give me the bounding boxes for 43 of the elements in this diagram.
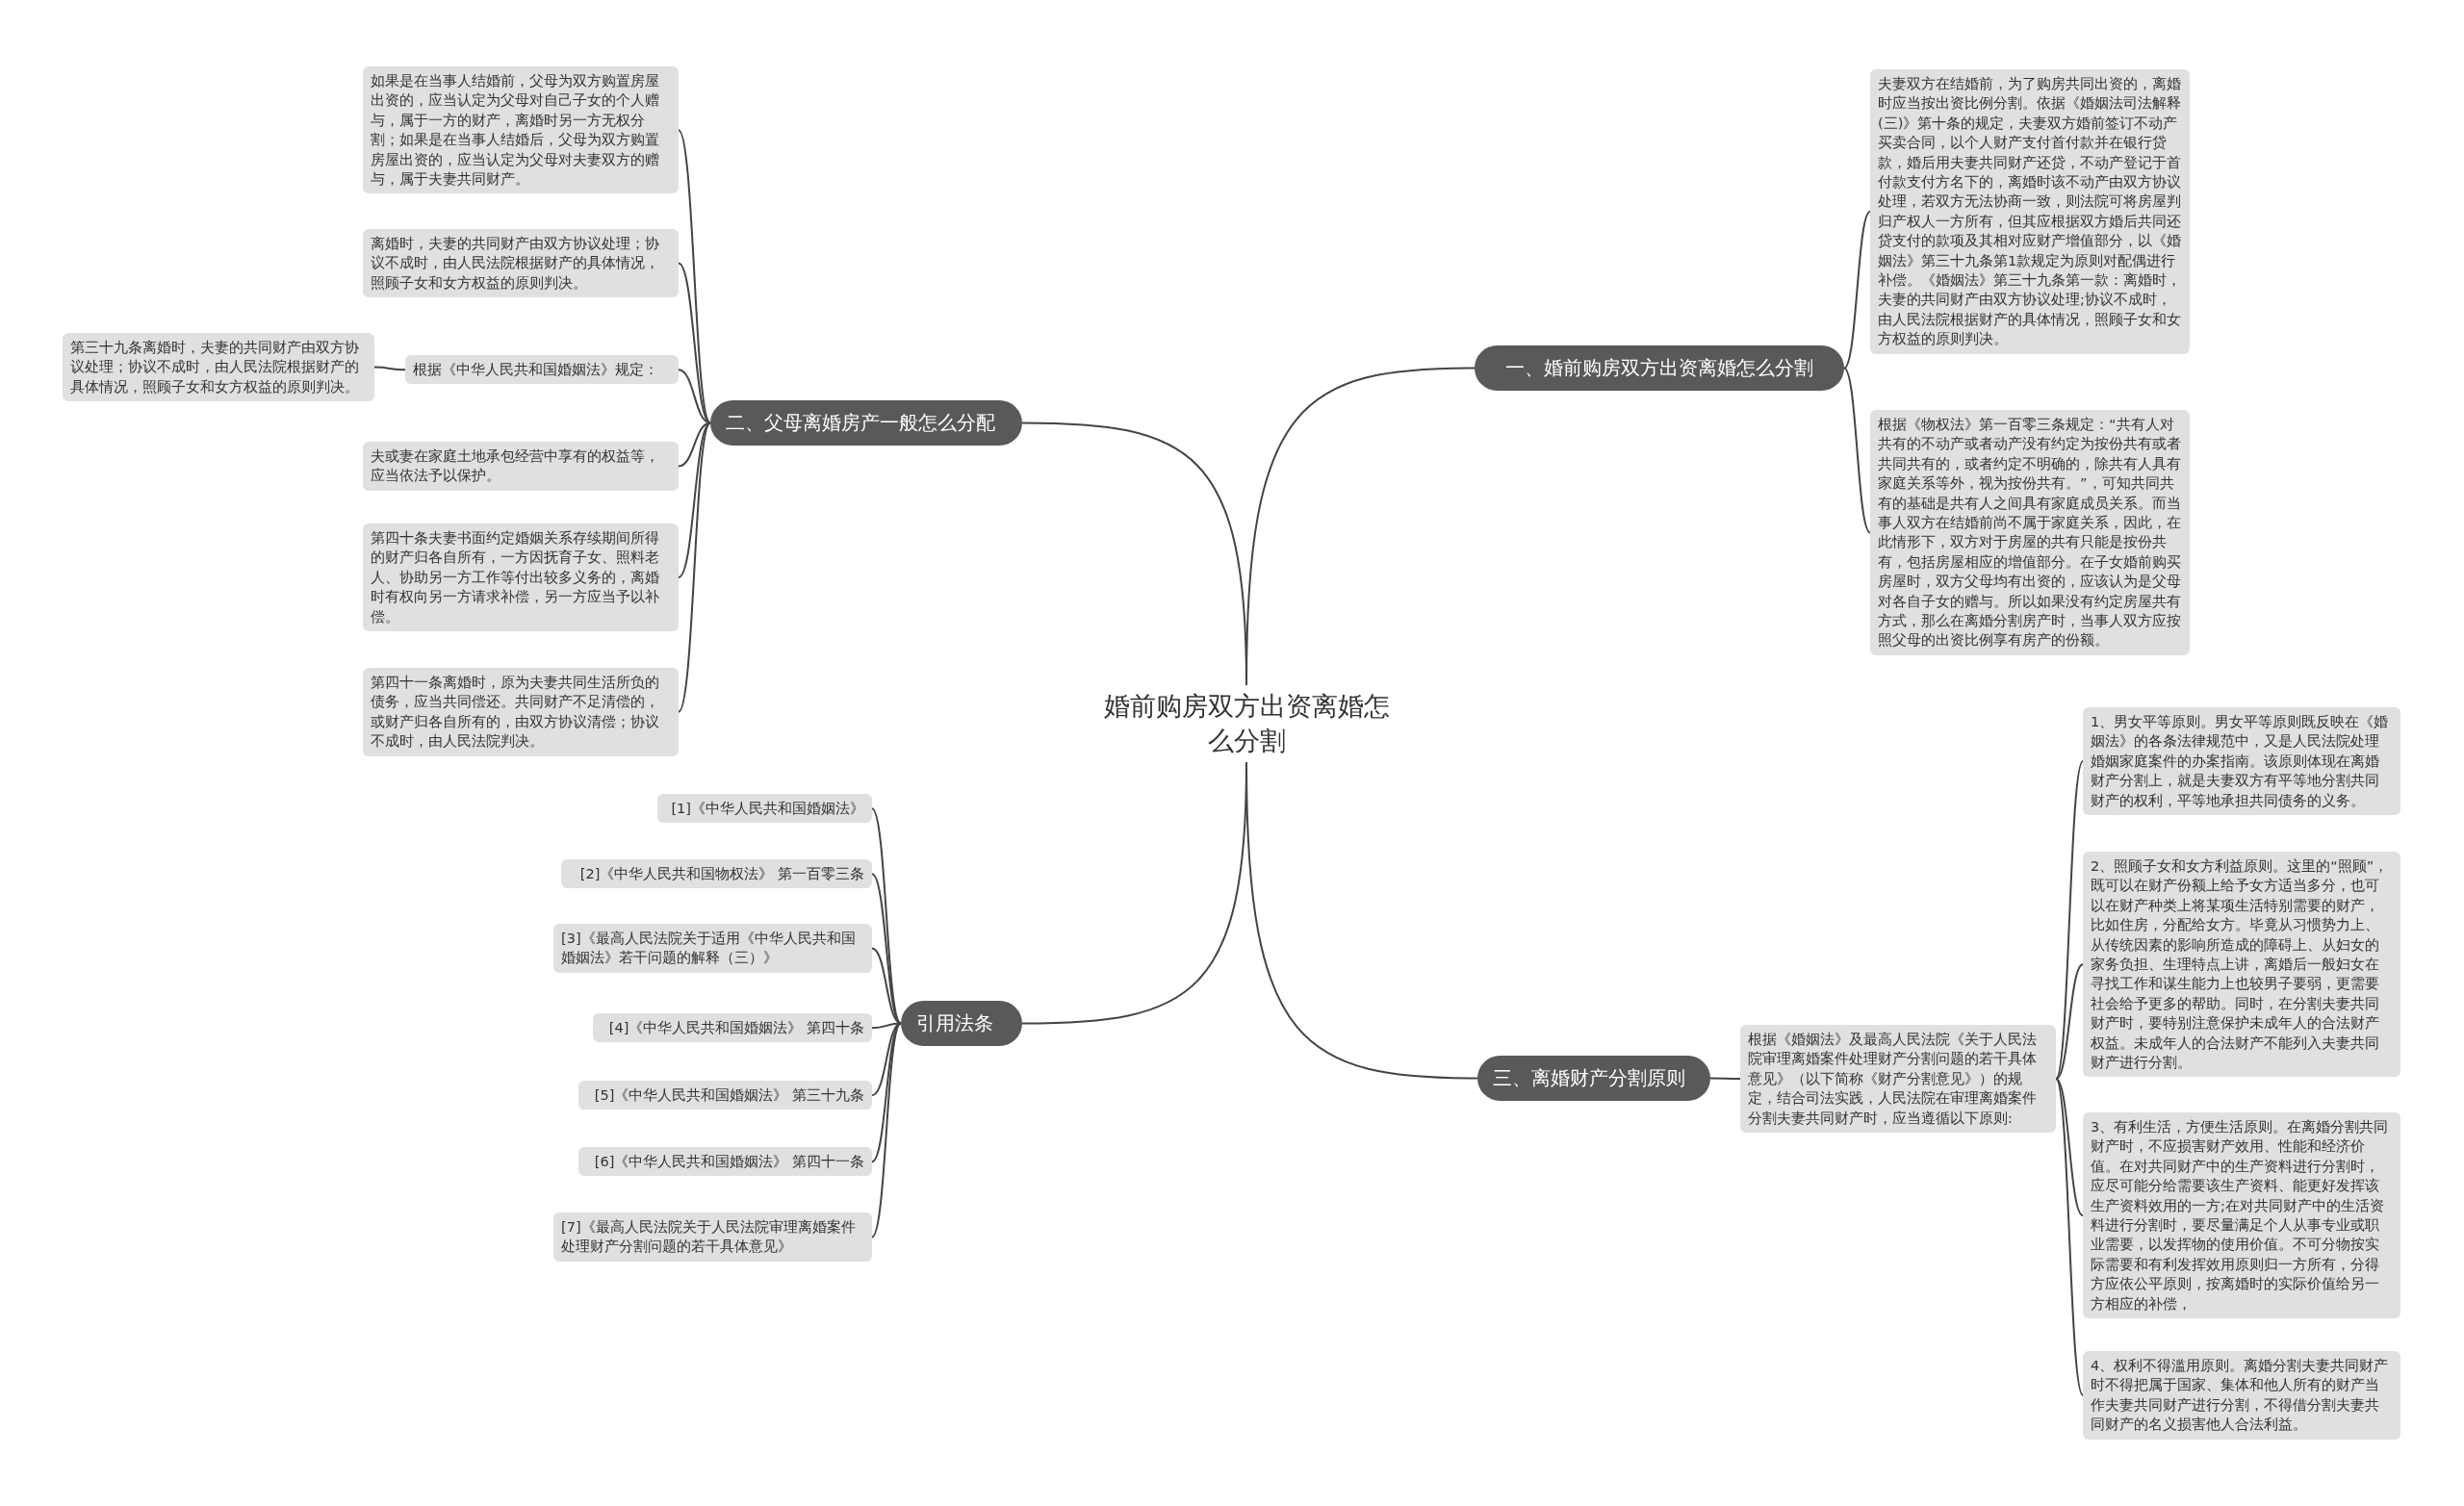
note-box: [7]《最高人民法院关于人民法院审理离婚案件处理财产分割问题的若干具体意见》: [553, 1212, 872, 1262]
topic-pill: 一、婚前购房双方出资离婚怎么分割: [1475, 345, 1844, 391]
note-box: [6]《中华人民共和国婚姻法》 第四十一条: [578, 1147, 872, 1177]
connector-line: [373, 366, 406, 371]
connector-line: [2055, 760, 2084, 1080]
connector-line: [2055, 963, 2084, 1080]
note-box: [3]《最高人民法院关于适用《中华人民共和国婚姻法》若干问题的解释（三）》: [553, 924, 872, 973]
note-box: 夫妻双方在结婚前，为了购房共同出资的，离婚时应当按出资比例分割。依据《婚姻法司法解释(三)》第十条的规定，夫妻双方婚前签订不动产买卖合同，以个人财产支付首付款并在银行贷款，婚后用夫妻共同财产还贷，不动产登记于首付款支付方名下的，离婚时该不动产由双方协议处理，若双方无法协商一致，则法院可将房屋判归产权人一方所有，但其应根据双方婚后共同还贷支付的款项及其相对应财产增值部分，以《婚姻法》第三十九条第1款规定为原则对配偶进行补偿。《婚姻法》第三十九条第一款：离婚时，夫妻的共同财产由双方协议处理;协议不成时，由人民法院根据财产的具体情况，照顾子女和女方权益的原则判决。: [1870, 69, 2190, 354]
note-box: 4、权利不得滥用原则。离婚分割夫妻共同财产时不得把属于国家、集体和他人所有的财产当作夫妻共同财产进行分割，不得借分割夫妻共同财产的名义损害他人合法利益。: [2083, 1351, 2400, 1440]
connector-line: [2055, 1078, 2084, 1396]
connector-line: [1245, 761, 1478, 1080]
note-box: 第四十条夫妻书面约定婚姻关系存续期间所得的财产归各自所有，一方因抚育子女、照料老人、协助另一方工作等付出较多义务的，离婚时有权向另一方请求补偿，另一方应当予以补偿。: [363, 523, 679, 632]
connector-line: [1843, 210, 1871, 370]
connector-line: [1021, 421, 1247, 686]
note-box: 离婚时，夫妻的共同财产由双方协议处理；协议不成时，由人民法院根据财产的具体情况，照顾子女和女方权益的原则判决。: [363, 229, 679, 298]
note-box: [5]《中华人民共和国婚姻法》 第三十九条: [578, 1081, 872, 1110]
topic-pill: 引用法条: [901, 1001, 1022, 1046]
note-box: 根据《物权法》第一百零三条规定：“共有人对共有的不动产或者动产没有约定为按份共有或者共同共有的，或者约定不明确的，除共有人具有家庭关系等外，视为按份共有。”，可知共同共有的基础是共有人之间具有家庭成员关系。而当事人双方在结婚前尚不属于家庭关系，因此，在此情形下，双方对于房屋的共有只能是按份共有，包括房屋相应的增值部分。在子女婚前购买房屋时，双方父母均有出资的，应该认为是父母对各自子女的赠与。所以如果没有约定房屋共有方式，那么在离婚分割房产时，当事人双方应按照父母的出资比例享有房产的份额。: [1870, 410, 2190, 655]
connector-line: [871, 1022, 902, 1238]
connector-line: [678, 421, 711, 468]
connector-line: [2055, 1078, 2084, 1217]
note-box: 夫或妻在家庭土地承包经营中享有的权益等，应当依法予以保护。: [363, 442, 679, 491]
topic-pill: 二、父母离婚房产一般怎么分配: [710, 400, 1022, 446]
central-topic: 婚前购房双方出资离婚怎么分割: [1097, 685, 1396, 762]
note-box: 如果是在当事人结婚前，父母为双方购置房屋出资的，应当认定为父母对自己子女的个人赠与，属于一方的财产，离婚时另一方无权分割；如果是在当事人结婚后，父母为双方购置房屋出资的，应当认定为父母对夫妻双方的赠与，属于夫妻共同财产。: [363, 66, 679, 194]
connector-line: [1843, 367, 1871, 534]
connector-line: [1709, 1077, 1741, 1080]
connector-line: [678, 262, 711, 424]
note-box: 根据《中华人民共和国婚姻法》规定：: [405, 355, 679, 385]
note-box: [4]《中华人民共和国婚姻法》 第四十条: [593, 1013, 872, 1043]
note-box: 1、男女平等原则。男女平等原则既反映在《婚姻法》的各条法律规范中，又是人民法院处理婚姻家庭案件的办案指南。该原则体现在离婚财产分割上，就是夫妻双方有平等地分割共同财产的权利，平等地承担共同债务的义务。: [2083, 707, 2400, 816]
note-box: [2]《中华人民共和国物权法》 第一百零三条: [561, 859, 872, 889]
connector-line: [678, 129, 711, 424]
note-box: 第四十一条离婚时，原为夫妻共同生活所负的债务，应当共同偿还。共同财产不足清偿的，或财产归各自所有的，由双方协议清偿；协议不成时，由人民法院判决。: [363, 668, 679, 756]
connector-line: [678, 421, 711, 713]
note-box: 2、照顾子女和女方利益原则。这里的“照顾”，既可以在财产份额上给予女方适当多分，也可以在财产种类上将某项生活特别需要的财产，比如住房，分配给女方。毕竟从习惯势力上、从传统因素的影响所造成的障碍上、从妇女的家务负担、生理特点上讲，离婚后一般妇女在寻找工作和谋生能力上也较男子要弱，更需要社会给予更多的帮助。同时，在分割夫妻共同财产时，要特别注意保护未成年人的合法财产权益。未成年人的合法财产不能列入夫妻共同财产进行分割。: [2083, 852, 2400, 1078]
connector-line: [871, 807, 902, 1025]
topic-pill: 三、离婚财产分割原则: [1477, 1056, 1710, 1101]
note-box: [1]《中华人民共和国婚姻法》: [657, 794, 872, 824]
note-box: 3、有利生活，方便生活原则。在离婚分割共同财产时，不应损害财产效用、性能和经济价值。在对共同财产中的生产资料进行分割时，应尽可能分给需要该生产资料、能更好发挥该生产资料效用的一方;在对共同财产中的生活资料进行分割时，要尽量满足个人从事专业或职业需要，以发挥物的使用价值。不可分物按实际需要和有利发挥效用原则归一方所有，分得方应依公平原则，按离婚时的实际价值给另一方相应的补偿，: [2083, 1112, 2400, 1319]
connector-line: [678, 421, 711, 578]
note-box: 第三十九条离婚时，夫妻的共同财产由双方协议处理；协议不成时，由人民法院根据财产的具体情况，照顾子女和女方权益的原则判决。: [63, 333, 374, 402]
note-box: 根据《婚姻法》及最高人民法院《关于人民法院审理离婚案件处理财产分割问题的若干具体意见》（以下简称《财产分割意见》）的规定，结合司法实践，人民法院在审理离婚案件分割夫妻共同财产时，应当遵循以下原则:: [1740, 1025, 2056, 1134]
